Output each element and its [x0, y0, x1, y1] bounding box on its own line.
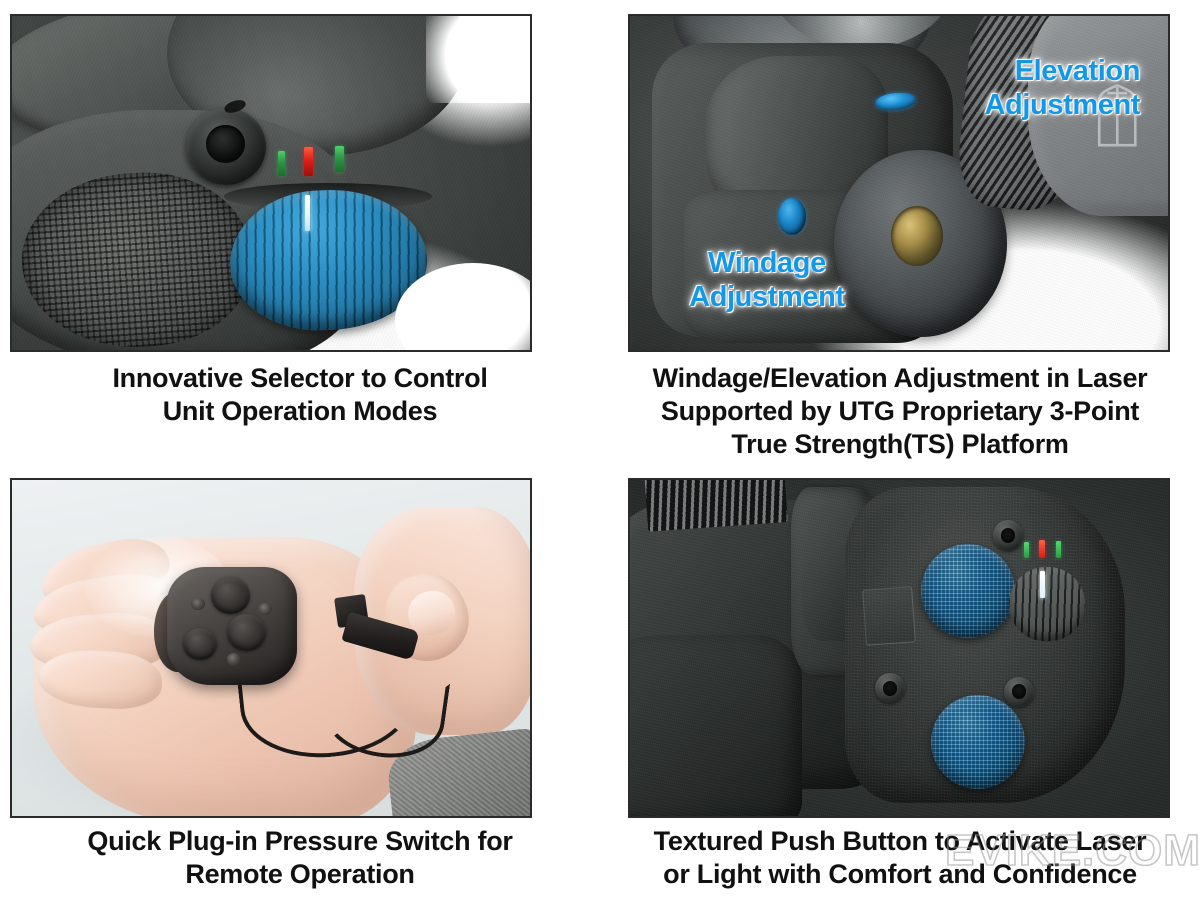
device-screw-bottom — [226, 653, 241, 666]
feature-cell-selector: Innovative Selector to Control Unit Oper… — [0, 0, 600, 465]
housing-barrel-lower — [630, 634, 803, 816]
device-screw-left — [191, 597, 205, 611]
photo-highlight-top-right — [426, 16, 530, 103]
feature-cell-adjustment: Elevation Adjustment Windage Adjustment … — [600, 0, 1200, 465]
photo-adjustment[interactable]: Elevation Adjustment Windage Adjustment — [628, 14, 1170, 352]
photo-adjustment-image: Elevation Adjustment Windage Adjustment — [630, 16, 1168, 350]
photo-selector-image — [12, 16, 530, 350]
windage-adjustment-label: Windage Adjustment — [689, 247, 845, 314]
brass-port — [890, 206, 943, 267]
selector-index-mark — [1040, 570, 1046, 598]
led-indicator-green-right — [1056, 541, 1061, 558]
photo-pressure-switch[interactable] — [10, 478, 532, 818]
photo-push-button[interactable] — [628, 478, 1170, 818]
photo-pressure-switch-image — [12, 480, 530, 816]
selector-index-mark — [305, 194, 311, 232]
push-button-lower[interactable] — [931, 695, 1026, 790]
photo-grain — [630, 480, 1168, 816]
caption-pressure-switch: Quick Plug-in Pressure Switch for Remote… — [87, 826, 513, 889]
photo-push-button-image — [630, 480, 1168, 816]
device-screw-right — [258, 602, 272, 616]
device-button-side — [182, 627, 217, 660]
led-indicator-red — [303, 146, 314, 176]
gray-side-panel — [1028, 16, 1168, 217]
caption-push-button: Textured Push Button to Activate Laser o… — [653, 826, 1147, 889]
housing-emblem — [862, 585, 917, 645]
led-indicator-green-left — [1024, 542, 1030, 558]
led-indicator-green-left — [277, 150, 286, 177]
hex-screw-top-right — [993, 520, 1024, 551]
led-indicator-red — [1039, 540, 1046, 558]
caption-adjustment: Windage/Elevation Adjustment in Laser Su… — [652, 363, 1148, 459]
surface-texture — [630, 16, 1168, 350]
feature-cell-pressure-switch: Quick Plug-in Pressure Switch for Remote… — [0, 465, 600, 900]
windage-adjustment-screw[interactable] — [777, 198, 806, 235]
caption-selector: Innovative Selector to Control Unit Oper… — [112, 363, 488, 426]
led-indicator-green-right — [335, 145, 344, 173]
device-button-upper — [211, 577, 251, 615]
mode-selector-dial[interactable] — [1009, 567, 1085, 642]
utg-logo-icon — [1091, 62, 1137, 147]
photo-selector[interactable] — [10, 14, 532, 352]
feature-cell-push-button: Textured Push Button to Activate Laser o… — [600, 465, 1200, 900]
push-button-upper[interactable] — [920, 543, 1015, 638]
device-button-lower — [226, 614, 266, 652]
hex-screw-bottom-right — [1003, 676, 1035, 707]
hex-screw-bottom-left — [874, 673, 905, 704]
emitter-port — [206, 124, 245, 163]
elevation-adjustment-label: Elevation Adjustment — [984, 55, 1141, 122]
